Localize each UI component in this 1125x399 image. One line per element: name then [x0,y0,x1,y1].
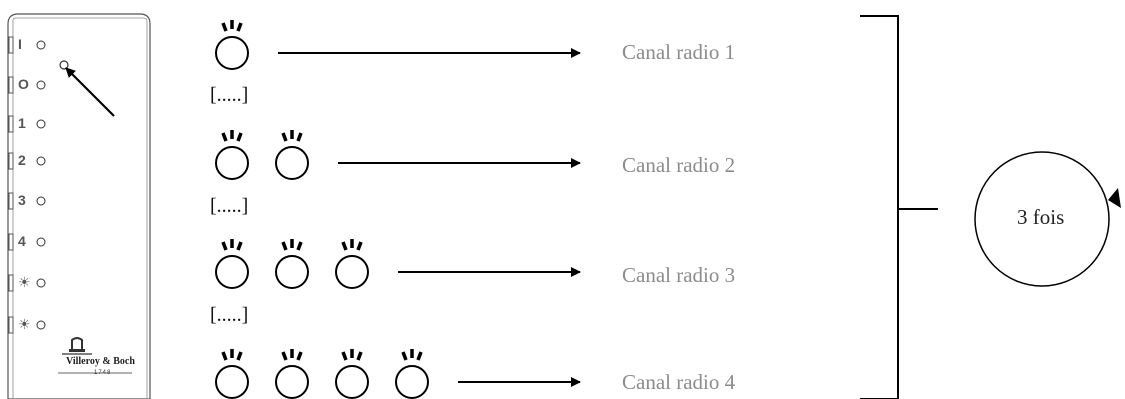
remote-key-tab [8,115,14,133]
remote-key-tab [8,316,14,334]
press-bulb-icon [395,349,429,399]
remote-key-tab [8,192,14,210]
remote-key-label: ☀ [18,316,31,332]
brand-year: 1748 [94,370,112,376]
brand-logo [58,337,132,374]
repeat-label: 3 fois [1017,205,1065,229]
remote-key-dot [36,320,46,330]
press-bulb-icon [335,239,369,289]
separator-3: [.....] [210,304,249,326]
press-bulb-icon [275,239,309,289]
led-indicator [59,60,69,70]
remote-key-dot [36,237,46,247]
remote-key-dot [36,40,46,50]
bracket [860,15,938,399]
remote-key-tab [8,233,14,251]
led-arrow [65,67,115,117]
remote-key-label: 2 [18,152,26,168]
remote-key-tab [8,76,14,94]
separator-2: [.....] [210,195,249,217]
press-bulb-icon [215,130,249,180]
press-bulb-icon [275,349,309,399]
remote-key-tab [8,152,14,170]
press-bulb-icon [215,20,249,70]
separator-1: [.....] [210,84,249,106]
remote-key-label: 1 [18,115,26,131]
remote-outline [7,13,151,399]
press-bulb-icon [275,130,309,180]
remote-key-dot [36,278,46,288]
canal-label-4: Canal radio 4 [622,370,736,394]
remote-key-dot [36,119,46,129]
canal-label-3: Canal radio 3 [622,263,736,287]
remote-key-dot [36,80,46,90]
brand-name: Villeroy & Boch [66,356,135,367]
remote-key-label: I [18,36,22,52]
press-bulb-icon [215,239,249,289]
remote-key-label: 4 [18,233,26,249]
remote-key-tab [8,36,14,54]
remote-key-label: O [18,76,29,92]
rows [215,20,581,399]
remote-key-tab [8,274,14,292]
canal-label-1: Canal radio 1 [622,40,736,64]
remote-key-label: ☀ [18,274,31,290]
remote-tabs [8,36,46,334]
press-bulb-icon [335,349,369,399]
remote-control [7,13,151,399]
repeat-cycle [974,151,1121,287]
remote-key-label: 3 [18,192,26,208]
remote-key-dot [36,196,46,206]
canal-label-2: Canal radio 2 [622,153,736,177]
remote-key-dot [36,156,46,166]
press-bulb-icon [215,349,249,399]
